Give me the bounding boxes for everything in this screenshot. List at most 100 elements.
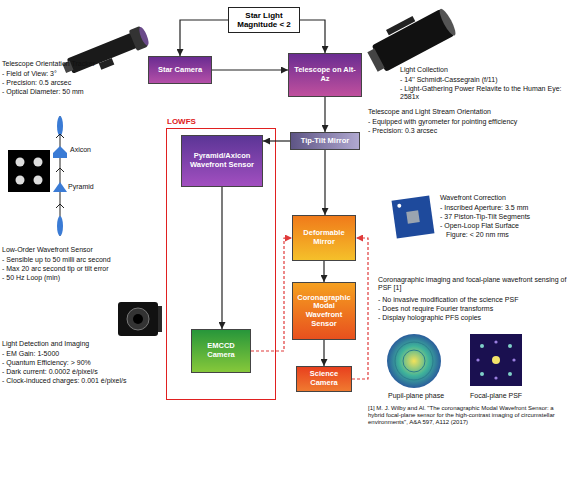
psf-core (492, 356, 500, 364)
telescope-finder (386, 16, 415, 35)
node-text: Coronagraphic Modal Wavefront Sensor (296, 294, 352, 329)
node-text: Telescope on Alt-Az (292, 66, 358, 83)
annotation-text: Focal-plane PSF (470, 392, 522, 400)
camera-body (118, 302, 158, 336)
annotation-text: [1] M. J. Wilby and Al. "The coronagraph… (368, 405, 568, 427)
annotation-text: - Does not require Fourier transforms (378, 305, 493, 313)
telescope-aperture (437, 7, 458, 37)
camera-sensor (133, 314, 143, 324)
pupil-spot (34, 176, 43, 185)
process-box: Science Camera (296, 366, 352, 392)
emccd-camera-illustration (118, 302, 162, 336)
flow-arrow (323, 261, 324, 282)
pyramid-axicon-illustration (8, 116, 67, 236)
annotation-text: - 50 Hz Loop (min) (2, 274, 60, 282)
process-box: Tip-Tilt Mirror (290, 132, 360, 150)
camera-mount (127, 308, 149, 330)
annotation-text: - 37 Piston-Tip-Tilt Segments (440, 213, 530, 221)
annotation-text: Low-Order Wavefront Sensor (2, 246, 93, 254)
annotation-text: - Max 20 arc second tip or tilt error (2, 265, 109, 273)
deformable-mirror-illustration (392, 196, 435, 239)
process-box: EMCCD Camera (191, 329, 251, 373)
node-text: Star Light Magnitude < 2 (232, 11, 296, 29)
flow-arrow (263, 140, 290, 141)
annotation-text: Pyramid (68, 183, 94, 191)
flow-arrow (221, 187, 222, 329)
annotation-text: - Clock-induced charges: 0.001 é/pixel/s (2, 377, 127, 385)
annotation-text: Light Detection and Imaging (2, 340, 89, 348)
psf-copy (480, 372, 484, 376)
source-box: Star Light Magnitude < 2 (228, 7, 300, 33)
ray-arrow (56, 168, 64, 172)
annotation-text: - Display holographic PFS copies (378, 314, 481, 322)
annotation-text: Figure: < 20 nm rms (446, 231, 509, 239)
annotation-text: Telescope Orientation Tracker (2, 60, 95, 68)
focal-psf-illustration (470, 334, 522, 386)
psf-copy (512, 358, 515, 361)
flow-arrow (324, 150, 325, 215)
axicon-symbol (53, 146, 67, 158)
pyramid-symbol (53, 182, 67, 192)
node-text: Pyramid/Axicon Wavefront Sensor (185, 152, 259, 169)
annotation-text: Light Collection (400, 66, 448, 74)
telescope-illustration (362, 1, 458, 75)
group-box: LOWFSPyramid/Axicon Wavefront SensorEMCC… (166, 128, 276, 400)
process-box: Deformable Mirror (292, 215, 356, 261)
pupil-spot (16, 176, 25, 185)
lens-symbol (57, 216, 63, 236)
annotation-text: - Precision: 0.3 arcsec (368, 127, 437, 135)
annotation-text: - Precision: 0.5 arcsec (2, 79, 71, 87)
phase-ring (403, 350, 425, 372)
ray-arrow (56, 134, 64, 138)
annotation-text: Wavefront Correction (440, 194, 506, 202)
flow-arrow (212, 69, 288, 70)
annotation-text: - Optical Diameter: 50 mm (2, 88, 84, 96)
node-text: EMCCD Camera (195, 342, 247, 359)
psf-copy (508, 372, 512, 376)
mirror-mark (397, 204, 402, 209)
psf-copy (480, 344, 484, 348)
finder-mount (99, 58, 115, 70)
annotation-text: Telescope and Light Stream Orientation (368, 108, 491, 116)
finder-scope-illustration (60, 25, 152, 82)
psf-copy (494, 376, 497, 379)
annotation-text: - Dark current: 0.0002 é/pixel/s (2, 368, 98, 376)
camera-fins (158, 306, 162, 332)
process-box: Coronagraphic Modal Wavefront Sensor (292, 282, 356, 340)
flow-arrow (324, 97, 325, 132)
feedback-arrow (251, 238, 292, 351)
mirror-board (392, 196, 435, 239)
node-text: Star Camera (158, 66, 202, 75)
annotation-text: - Inscribed Aperture: 3.5 mm (440, 204, 528, 212)
pupil-image (8, 150, 50, 192)
annotation-text: - Equipped with gyrometer for pointing e… (368, 118, 517, 126)
annotation-text: - Sensible up to 50 milli arc second (2, 256, 111, 264)
ray-arrow (56, 204, 64, 208)
lens-symbol (57, 116, 63, 136)
pupil-spot (16, 158, 25, 167)
psf-copy (508, 344, 512, 348)
annotation-text: Pupil-plane phase (388, 392, 444, 400)
node-text: Deformable Mirror (296, 229, 352, 246)
process-box: Telescope on Alt-Az (288, 53, 362, 97)
mirror-surface (406, 210, 420, 224)
annotation-text: - 14'' Schmidt-Cassegrain (f/11) (400, 76, 497, 84)
flow-arrow (180, 20, 228, 56)
annotation-text: Coronagraphic imaging and focal-plane wa… (378, 276, 568, 293)
flow-arrow (323, 340, 324, 366)
finder-lens (137, 26, 150, 47)
process-box: Pyramid/Axicon Wavefront Sensor (181, 135, 263, 187)
annotation-text: - Field of View: 3° (2, 70, 57, 78)
annotation-text: - EM Gain: 1-5000 (2, 350, 59, 358)
annotation-text: Axicon (70, 146, 91, 154)
psf-copy (494, 340, 497, 343)
psf-frame (470, 334, 522, 386)
pupil-spot (34, 158, 43, 167)
telescope-back (367, 49, 384, 72)
node-text: Science Camera (300, 370, 348, 387)
group-label: LOWFS (167, 117, 196, 126)
annotation-text: - Light-Gathering Power Relavite to the … (400, 85, 565, 102)
psf-copy (476, 358, 479, 361)
annotation-text: - Quantum Efficiency: > 90% (2, 359, 91, 367)
